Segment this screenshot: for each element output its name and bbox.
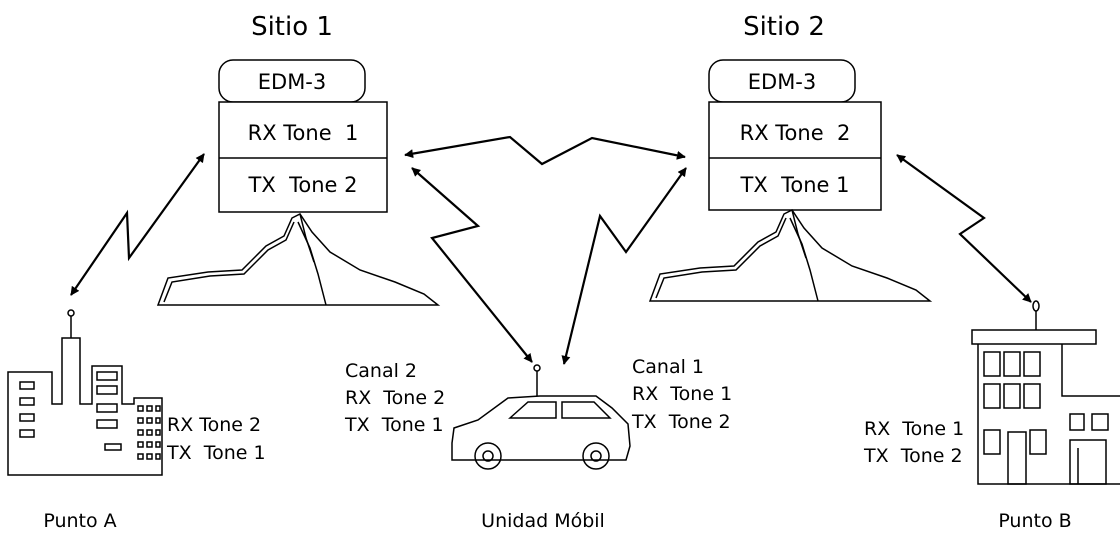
- site-2-rx-tone: RX Tone 2: [740, 121, 851, 145]
- punto-a-caption: Punto A: [43, 510, 116, 532]
- mobile-left-rx-tone: RX Tone 2: [345, 387, 445, 409]
- link-punto-a-site-1: [70, 153, 205, 296]
- mobile-right-tx-tone: TX Tone 2: [631, 411, 731, 433]
- site-1-tone-box: [218, 101, 388, 213]
- punto-a-tx-tone: TX Tone 1: [166, 442, 266, 464]
- link-site-2-mobile: [561, 167, 687, 365]
- mobile-left-channel: Canal 2: [345, 360, 417, 382]
- site-1-equipment: EDM-3 RX Tone 1 TX Tone 2: [218, 59, 388, 213]
- site-2-tone-box: [708, 101, 882, 211]
- mobile-caption: Unidad Móbil: [481, 510, 605, 532]
- punto-a-building-icon: [7, 309, 163, 476]
- punto-a-rx-tone: RX Tone 2: [167, 414, 261, 436]
- punto-b-caption: Punto B: [998, 510, 1071, 532]
- site-1-device-label: EDM-3: [258, 70, 327, 94]
- site-2-device-label: EDM-3: [748, 70, 817, 94]
- link-site-1-mobile: [411, 167, 533, 363]
- site-2-title: Sitio 2: [743, 12, 825, 42]
- mobile-unit-car-icon: [451, 364, 631, 470]
- punto-b-building-icon: [971, 300, 1120, 485]
- site-1-rx-tone: RX Tone 1: [248, 121, 359, 145]
- site-2-equipment: EDM-3 RX Tone 2 TX Tone 1: [708, 59, 882, 211]
- mobile-right-rx-tone: RX Tone 1: [632, 383, 732, 405]
- mobile-right-channel: Canal 1: [632, 356, 704, 378]
- site-2-tx-tone: TX Tone 1: [740, 173, 850, 197]
- mountain-site-1-icon: [156, 213, 441, 306]
- mountain-site-2-icon: [648, 209, 933, 302]
- site-1-tx-tone: TX Tone 2: [248, 173, 358, 197]
- punto-b-tx-tone: TX Tone 2: [863, 445, 963, 467]
- mobile-left-tx-tone: TX Tone 1: [344, 414, 444, 436]
- link-site-1-site-2: [404, 135, 686, 166]
- site-1-title: Sitio 1: [251, 12, 333, 42]
- punto-b-rx-tone: RX Tone 1: [864, 418, 964, 440]
- link-site-2-punto-b: [896, 154, 1032, 303]
